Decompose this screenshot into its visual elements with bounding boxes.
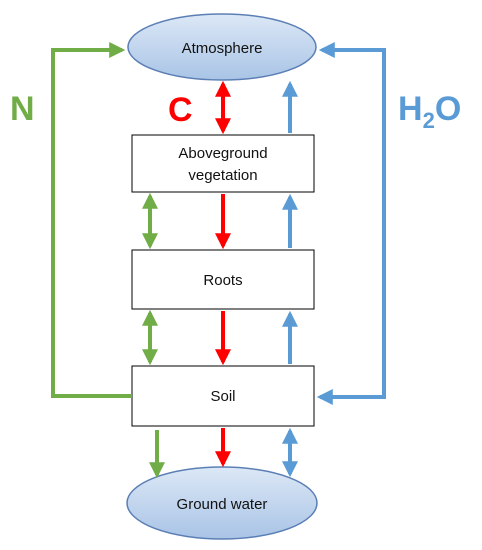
nitrogen-soil-to-atmosphere-arrow (51, 42, 132, 398)
aboveground-vegetation-label-line2: vegetation (188, 167, 257, 184)
roots-label: Roots (203, 272, 242, 289)
aboveground-vegetation-node: Aboveground vegetation (131, 134, 315, 193)
roots-box (131, 249, 315, 310)
soil-node: Soil (131, 365, 315, 427)
water-cycle-label: H2O (398, 90, 461, 133)
soil-label: Soil (210, 388, 235, 405)
ground-water-node: Ground water (126, 466, 318, 540)
ground-water-label: Ground water (177, 496, 268, 513)
nitrogen-cycle-label: N (10, 90, 35, 128)
aboveground-vegetation-box (131, 134, 315, 193)
water-atmosphere-soil-loop-top-arrow (318, 42, 386, 220)
aboveground-vegetation-label-line1: Aboveground (178, 145, 267, 162)
water-label-o: O (435, 90, 461, 128)
carbon-cycle-label: C (168, 91, 193, 129)
soil-box (131, 365, 315, 427)
atmosphere-node: Atmosphere (127, 13, 317, 81)
water-atmosphere-soil-loop-bottom-arrow (316, 220, 386, 405)
atmosphere-label: Atmosphere (182, 40, 263, 57)
roots-node: Roots (131, 249, 315, 310)
atmosphere-ellipse (127, 13, 317, 81)
water-label-h: H (398, 90, 423, 128)
water-label-subscript: 2 (423, 108, 435, 133)
